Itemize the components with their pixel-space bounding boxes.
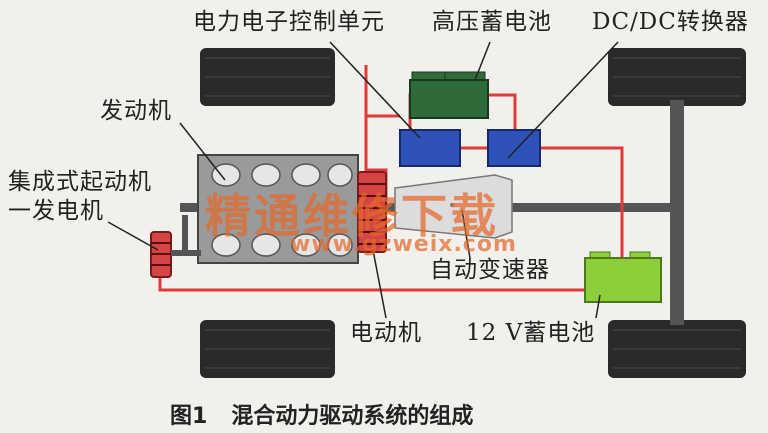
motor-coil <box>357 171 387 253</box>
battery-12v <box>584 251 662 303</box>
watermark-url: www.gzweix.com <box>290 232 517 257</box>
watermark-cn: 精通维修下载 <box>205 189 499 243</box>
label-hv-battery: 高压蓄电池 <box>432 9 552 35</box>
power-electronics-unit <box>399 129 461 167</box>
transmission-body <box>394 174 513 239</box>
label-power-electronics: 电力电子控制单元 <box>193 9 385 35</box>
label-isg-line2: 一发电机 <box>8 198 104 224</box>
hv-battery <box>409 71 489 119</box>
label-isg-line1: 集成式起动机 <box>8 169 152 195</box>
label-transmission: 自动变速器 <box>430 257 550 283</box>
label-engine: 发动机 <box>100 98 172 124</box>
rear-axle <box>670 100 684 325</box>
figure-caption: 图1 混合动力驱动系统的组成 <box>170 398 497 430</box>
isg-coil <box>150 215 201 278</box>
label-motor: 电动机 <box>350 320 422 346</box>
label-dcdc: DC/DC转换器 <box>592 9 749 35</box>
figure-title: 混合动力驱动系统的组成 <box>231 404 474 429</box>
figure-number: 图1 <box>170 404 208 429</box>
leader-lines <box>107 41 619 319</box>
dcdc-converter-unit <box>487 129 541 167</box>
label-12v-battery: 12 V蓄电池 <box>466 320 596 346</box>
